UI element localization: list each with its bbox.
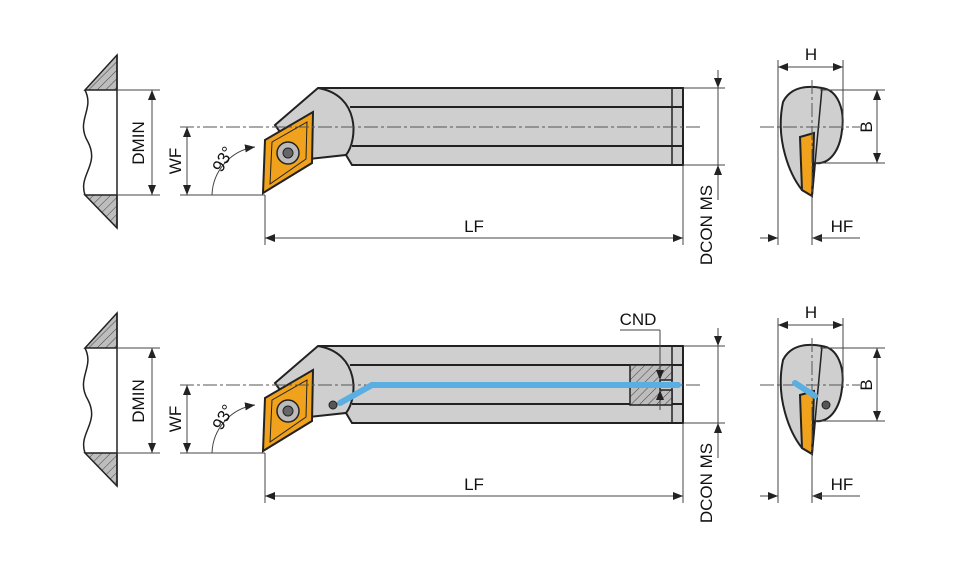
hf-label: HF [831,217,854,236]
hf-label: HF [831,475,854,494]
lf-label: LF [464,217,484,236]
h-label: H [805,45,817,64]
angle-label: 93° [209,401,238,433]
dmin-label: DMIN [129,121,148,164]
lf-label: LF [464,475,484,494]
angle-label: 93° [209,143,238,175]
tool-view-coolant [83,313,885,503]
coolant-channel [328,329,831,410]
dcon-label: DCON MS [697,443,716,523]
cnd-label: CND [620,310,657,329]
b-label: B [857,121,876,132]
dmin-label: DMIN [129,379,148,422]
wf-label: WF [166,148,185,174]
tool-view-standard [83,55,885,245]
h-label: H [805,303,817,322]
b-label: B [857,379,876,390]
dcon-label: DCON MS [697,185,716,265]
wf-label: WF [166,406,185,432]
